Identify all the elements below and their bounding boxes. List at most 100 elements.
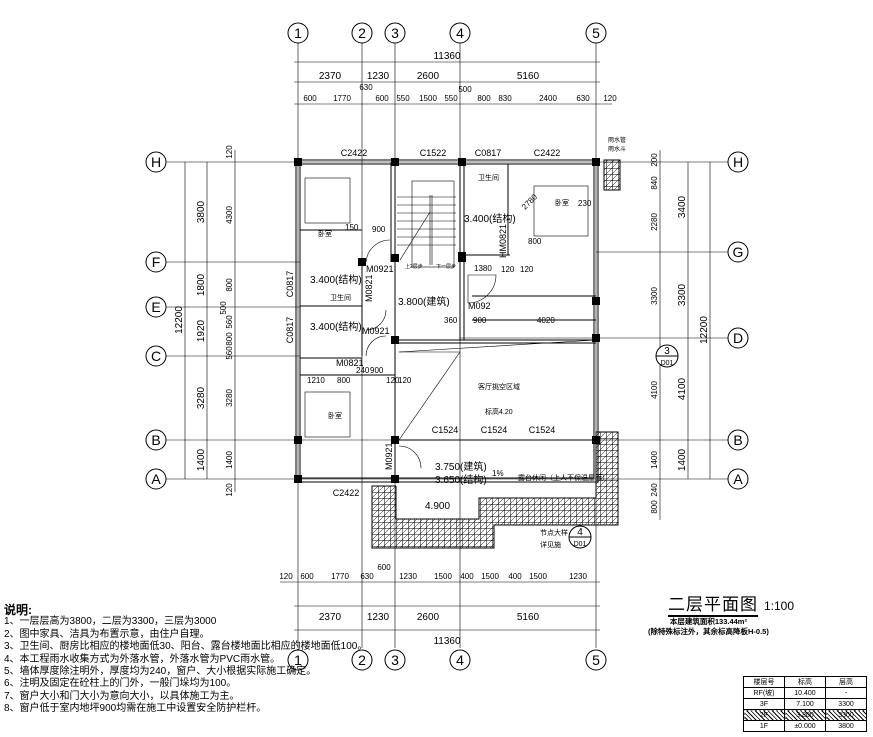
callout-sheet: D01 <box>574 541 587 548</box>
dim: 4100 <box>650 381 659 399</box>
dim: 600 <box>375 94 389 103</box>
door-label: M0821 <box>336 358 364 368</box>
axis-label: F <box>152 254 161 270</box>
dim: 1230 <box>569 572 587 581</box>
dim: 800 <box>528 237 542 246</box>
callout-number: 4 <box>577 527 583 538</box>
axis-label: B <box>733 432 742 448</box>
dim: 1210 <box>307 376 325 385</box>
walls <box>295 159 599 483</box>
window-label: C1524 <box>432 425 459 435</box>
dim: 5160 <box>517 612 540 623</box>
room-label: 卫生间 <box>330 293 351 302</box>
axis-label: 3 <box>391 25 399 41</box>
cell: ±0.000 <box>784 720 826 732</box>
dim: 1500 <box>529 572 547 581</box>
axis-label: 4 <box>456 25 464 41</box>
dim: 830 <box>498 94 512 103</box>
dim: 2780 <box>520 192 539 211</box>
callout-text: 节点大样 <box>540 528 568 537</box>
level-mark: 3.400(结构) <box>310 320 362 333</box>
dim: 5160 <box>517 71 540 82</box>
dim: 2370 <box>319 71 342 82</box>
dim: 840 <box>650 176 659 190</box>
dim: 1400 <box>196 448 207 471</box>
axis-label: 3 <box>391 652 399 668</box>
dim: 600 <box>300 572 314 581</box>
axis-label: H <box>151 154 161 170</box>
room-label: 露台休闲（上人不保温屋面） <box>518 473 609 482</box>
window-label: C2422 <box>333 488 360 498</box>
slope-mark: 1% <box>492 469 504 478</box>
cell: 2F <box>743 709 785 721</box>
dim: 1230 <box>367 612 390 623</box>
window-label: C0817 <box>285 317 295 344</box>
title-scale: 1:100 <box>764 599 795 613</box>
cell: 10.400 <box>784 687 826 699</box>
dim-total: 12200 <box>699 316 710 344</box>
level-mark: 3.650(结构) <box>435 473 487 486</box>
dim: 1400 <box>225 451 234 469</box>
dim-total: 11360 <box>433 636 461 647</box>
area-note: 本层建筑面积133.44m² (除特殊标注外，其余标高降板H-0.5) <box>648 617 769 637</box>
dim: 3280 <box>196 386 207 409</box>
dim: 630 <box>360 572 374 581</box>
dim: 800 <box>225 332 234 346</box>
stair-label: 上2层步 <box>405 263 423 270</box>
dim: 4100 <box>677 377 688 400</box>
note-item: 3、卫生间、厨房比相应的楼地面低30、阳台、露台楼地面比相应的楼地面低100。 <box>4 641 368 653</box>
detail-callout-3[interactable]: 3 D01 <box>655 344 679 368</box>
cell: 3.800 <box>784 709 826 721</box>
dim: 4020 <box>537 316 555 325</box>
notes-heading: 说明: <box>4 603 32 617</box>
room-label: 卧室 <box>328 411 342 420</box>
dim: 500 <box>219 301 228 315</box>
dim: 230 <box>578 199 592 208</box>
dim: 120 <box>225 483 234 497</box>
floor-area: 本层建筑面积133.44m² <box>669 617 747 626</box>
table-row: RF(坡)10.400- <box>743 687 867 699</box>
level-mark: 4.900 <box>425 501 450 512</box>
dim: 630 <box>359 83 373 92</box>
dim: 240 <box>650 483 659 497</box>
dim-total: 12200 <box>174 306 185 334</box>
note-item: 1、一层层高为3800，二层为3300，三层为3000 <box>4 616 217 628</box>
axis-label: B <box>151 432 160 448</box>
level-mark: 3.800(建筑) <box>398 295 450 308</box>
stair-label: 下一层步 <box>436 264 456 270</box>
dim: 1770 <box>331 572 349 581</box>
dim: 360 <box>444 316 458 325</box>
detail-callout-4[interactable]: 4 D01 节点大样 详见施 <box>540 525 592 549</box>
axis-label: E <box>151 299 160 315</box>
room-label: 卧室 <box>555 198 569 207</box>
dim: 2600 <box>417 612 440 623</box>
window-label: C1524 <box>481 425 508 435</box>
dim: 1230 <box>367 71 390 82</box>
dim: 900 <box>473 316 487 325</box>
dim: 200 <box>650 153 659 167</box>
door-label: M0921 <box>384 442 394 470</box>
axis-label: A <box>151 471 161 487</box>
note-item: 6、注明及固定在砼柱上的门外，一般门垛均为100。 <box>4 678 237 690</box>
callout-text: 详见施 <box>540 540 561 549</box>
dim: 4300 <box>225 206 234 224</box>
note-item: 5、墙体厚度除注明外，厚度均为240，窗户、大小根据实际施工确定。 <box>4 666 317 678</box>
window-label: C1522 <box>420 148 447 158</box>
axis-label: 4 <box>456 652 464 668</box>
window-label: C1524 <box>529 425 556 435</box>
axis-label: 5 <box>592 25 600 41</box>
dim: 400 <box>508 572 522 581</box>
dim: 3400 <box>677 195 688 218</box>
rainwater-box <box>603 159 621 191</box>
dim: 560 <box>225 315 234 329</box>
cell: 3F <box>743 698 785 710</box>
dim: 1500 <box>419 94 437 103</box>
dim: 1500 <box>434 572 452 581</box>
level-mark: 标高4.20 <box>485 407 513 416</box>
table-header: 层高 <box>825 676 867 688</box>
